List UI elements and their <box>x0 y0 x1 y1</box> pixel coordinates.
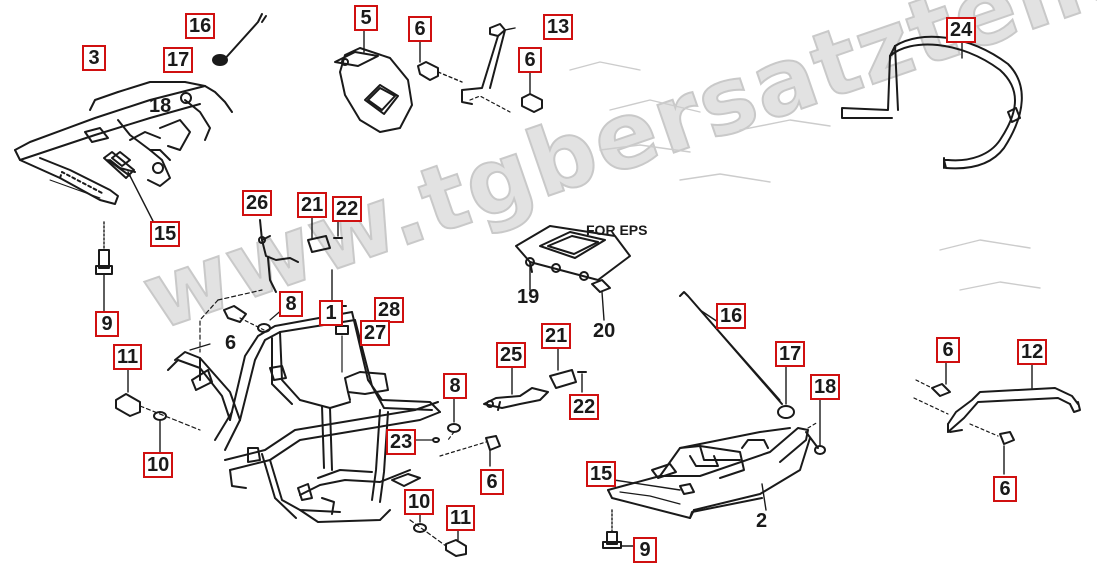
part-15-bolt-b <box>613 479 695 495</box>
part-24-grab-handle <box>841 35 1023 170</box>
part-8-washer-b <box>447 395 461 441</box>
callout-5: 5 <box>354 5 378 31</box>
part-3-seat-bracket <box>14 81 233 205</box>
callout-1: 1 <box>319 300 343 326</box>
callout-22: 22 <box>332 196 363 222</box>
callout-6: 6 <box>225 332 237 354</box>
callout-18: 18 <box>149 95 172 117</box>
callout-15: 15 <box>150 221 181 247</box>
callout-19: 19 <box>517 286 540 308</box>
part-6-bolt-a <box>417 39 463 83</box>
part-21-clip-b <box>549 347 577 389</box>
part-22-screw-a <box>333 221 343 239</box>
callout-18: 18 <box>810 374 841 400</box>
callout-24: 24 <box>946 17 977 43</box>
part-15-bolt-a <box>103 151 156 226</box>
part-5-plate <box>334 27 413 133</box>
callout-16: 16 <box>185 13 216 39</box>
callout-3: 3 <box>82 45 106 71</box>
callout-13: 13 <box>543 14 574 40</box>
callout-6: 6 <box>480 469 504 495</box>
callout-2: 2 <box>756 510 768 532</box>
callout-17: 17 <box>775 341 806 367</box>
callout-27: 27 <box>360 320 391 346</box>
callout-10: 10 <box>404 489 435 515</box>
callout-11: 11 <box>446 505 476 531</box>
for-eps-note: FOR EPS <box>586 222 648 238</box>
callout-12: 12 <box>1017 339 1048 365</box>
callout-10: 10 <box>143 452 174 478</box>
callout-9: 9 <box>633 537 657 563</box>
part-22-screw-b <box>577 371 587 393</box>
part-23-pin <box>413 437 440 443</box>
part-6-bolt-c <box>223 305 265 331</box>
part-17-grommet-a <box>212 54 228 66</box>
callout-6: 6 <box>518 47 542 73</box>
part-13-bracket <box>461 23 516 113</box>
callout-8: 8 <box>443 373 467 399</box>
callout-26: 26 <box>242 190 273 216</box>
callout-6: 6 <box>993 476 1017 502</box>
part-10-washer-a <box>153 411 167 457</box>
callout-22: 22 <box>569 394 600 420</box>
callout-20: 20 <box>593 320 616 342</box>
callout-16: 16 <box>716 303 747 329</box>
part-21-clip-a <box>307 215 331 253</box>
part-9-bolt-b <box>602 509 635 549</box>
callout-28: 28 <box>374 297 405 323</box>
callout-6: 6 <box>936 337 960 363</box>
part-6-bolt-d <box>439 435 501 467</box>
part-6-bolt-e <box>913 359 951 415</box>
part-1-main-frame <box>167 269 441 523</box>
part-19-eps-plate <box>515 225 631 291</box>
callout-8: 8 <box>279 291 303 317</box>
part-9-bolt-a <box>95 221 113 313</box>
callout-6: 6 <box>408 16 432 42</box>
part-20-bolt <box>591 279 611 321</box>
part-12-bracket <box>947 359 1081 433</box>
callout-25: 25 <box>496 342 527 368</box>
callout-21: 21 <box>297 192 328 218</box>
callout-9: 9 <box>95 311 119 337</box>
part-6-bolt-f <box>969 423 1015 475</box>
part-11-bolt-a <box>115 365 201 431</box>
part-6-bolt-b <box>521 69 543 113</box>
callout-21: 21 <box>541 323 572 349</box>
part-2-sub-frame <box>607 395 826 519</box>
callout-15: 15 <box>586 461 617 487</box>
callout-23: 23 <box>386 429 417 455</box>
part-16-rod-a <box>221 13 267 63</box>
callout-17: 17 <box>163 47 194 73</box>
faint-background-lines <box>569 61 1041 291</box>
part-27-clip <box>335 325 349 373</box>
callout-11: 11 <box>113 344 143 370</box>
part-17-grommet-b <box>777 365 795 419</box>
part-26-bracket <box>258 219 299 293</box>
